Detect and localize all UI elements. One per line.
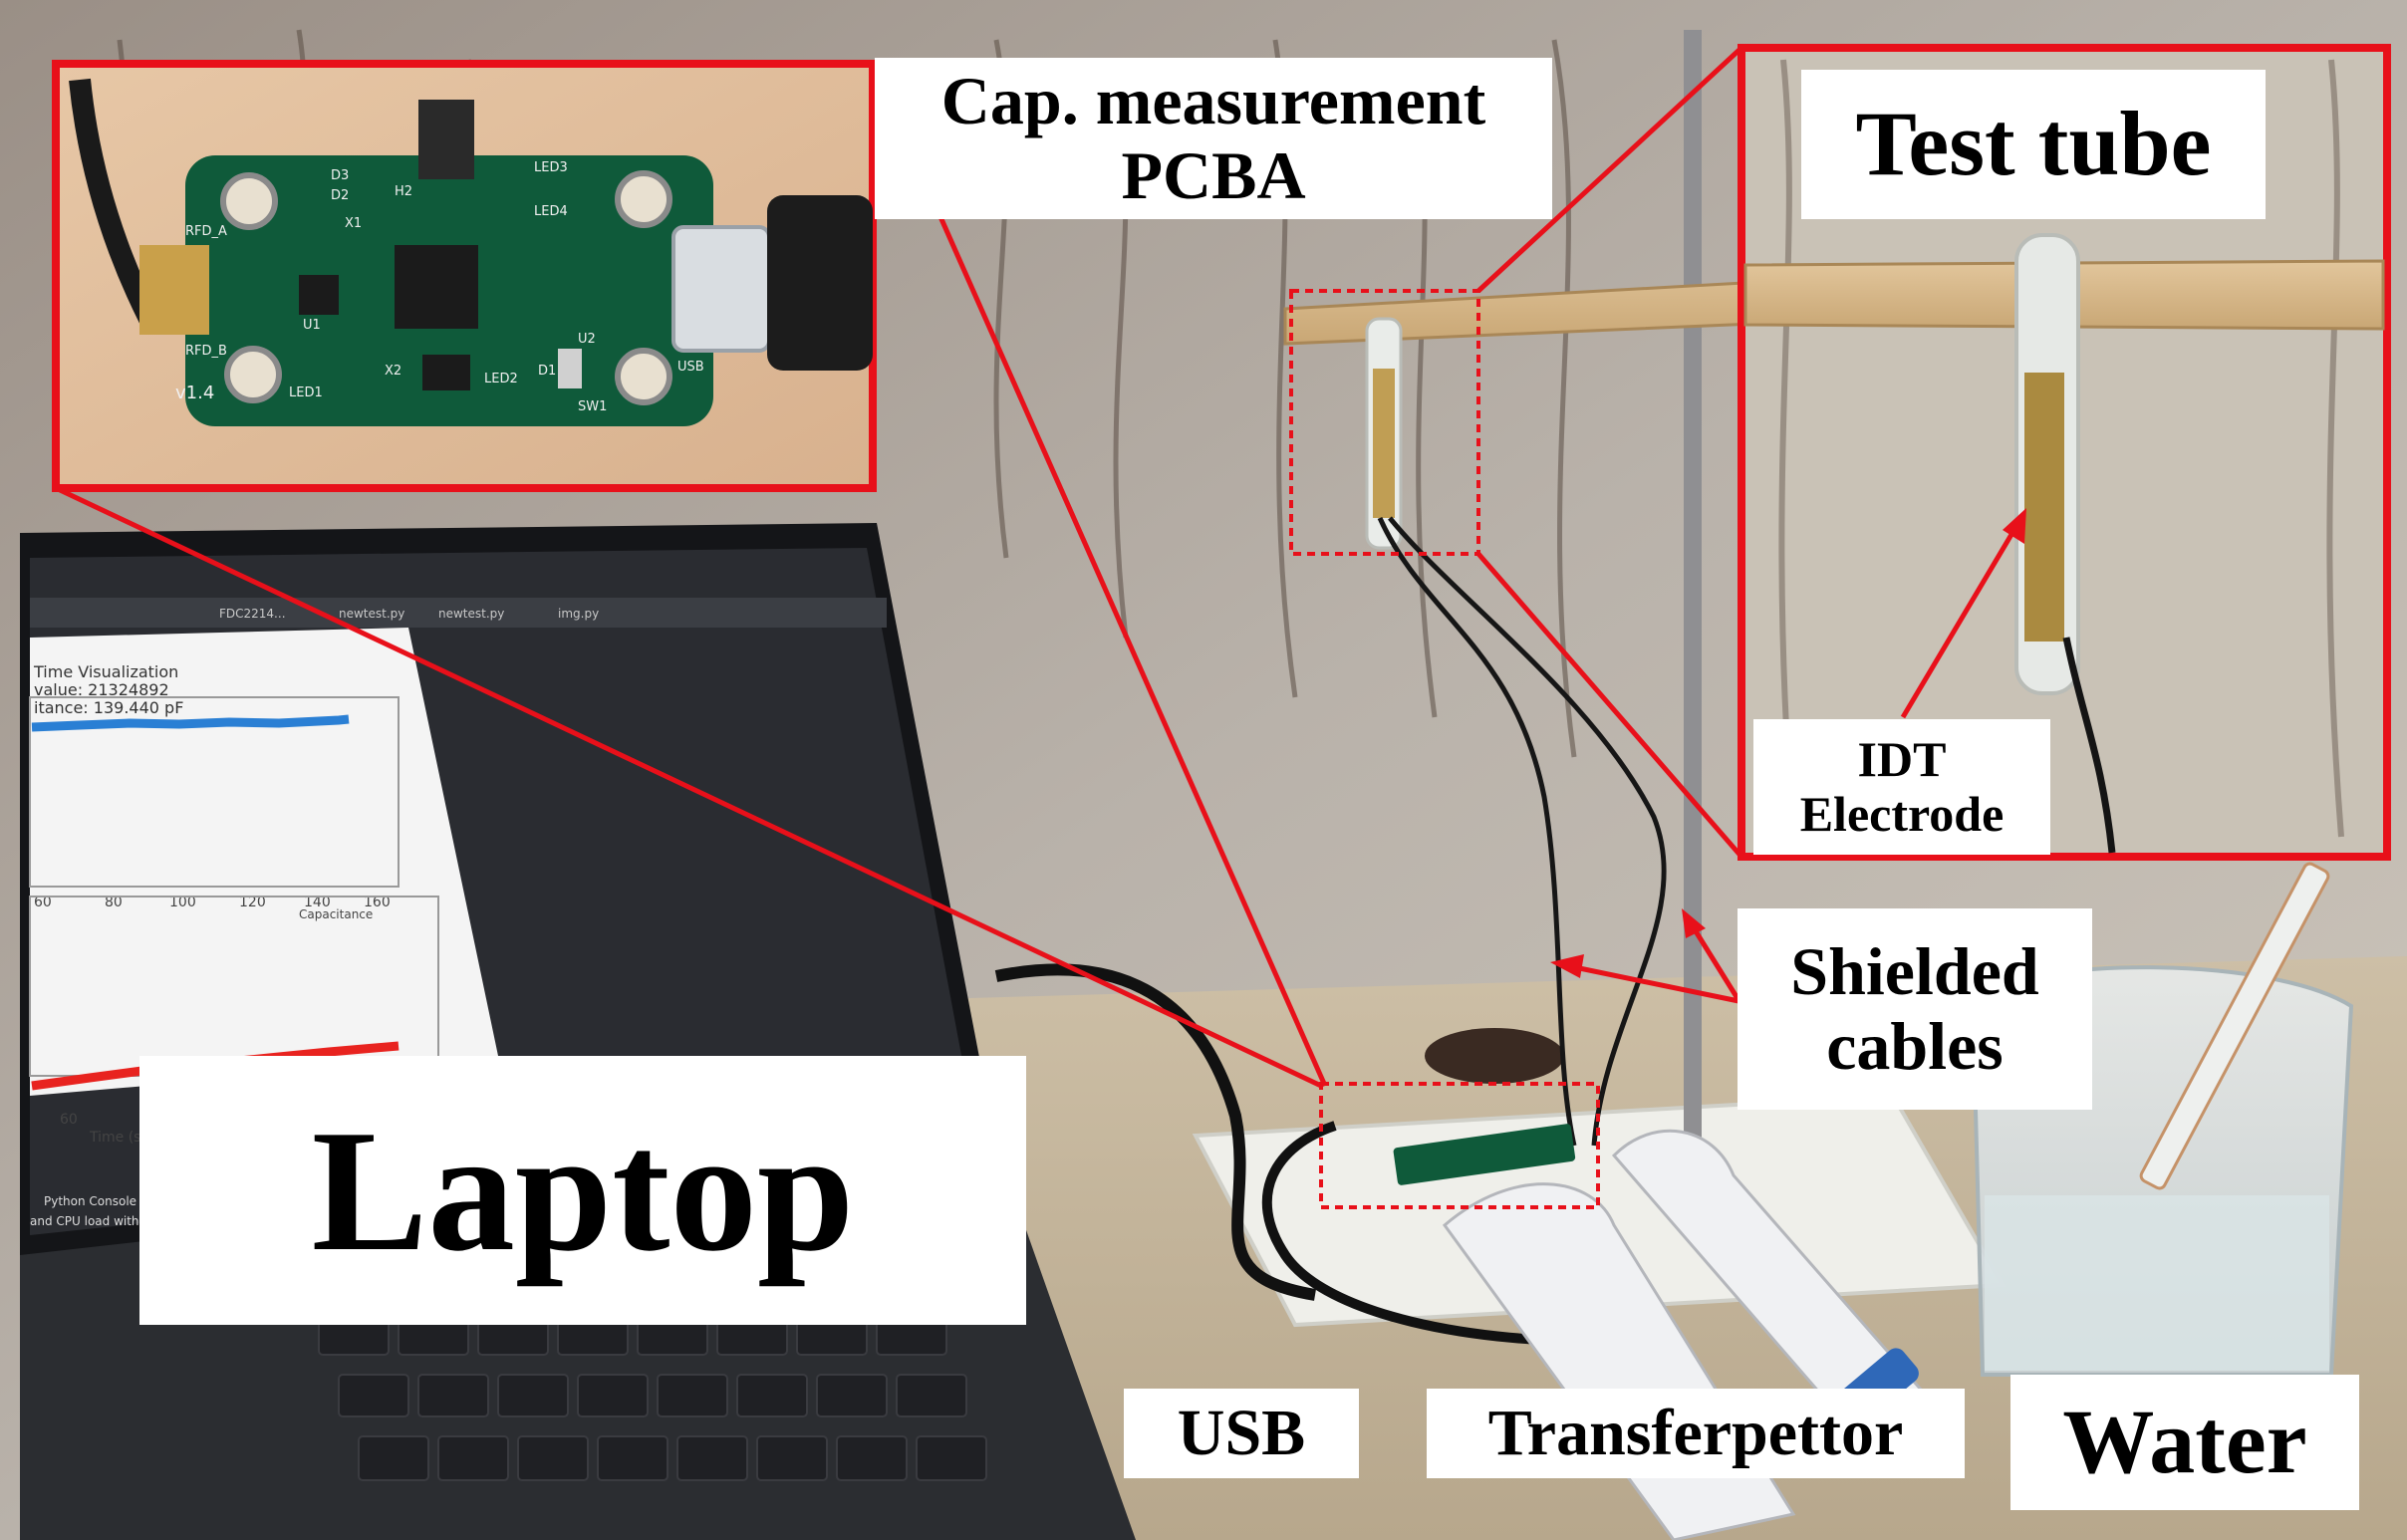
pcb-version-label: v1.4	[175, 383, 214, 403]
label-test-tube: Test tube	[1801, 70, 2266, 219]
label-laptop: Laptop	[139, 1056, 1026, 1325]
shield-arrow-1-head	[1550, 954, 1584, 978]
usb-cable	[1261, 1121, 1615, 1347]
shield-arrow-1	[1559, 961, 1744, 1005]
xtick-120-top: 120	[239, 895, 266, 910]
plot-series-blue	[31, 714, 350, 732]
inset-shielded-cable	[2062, 637, 2116, 854]
pcb-ref-d1: D1	[538, 364, 556, 379]
pipette	[2139, 862, 2330, 1190]
label-water: Water	[2010, 1375, 2359, 1510]
ide-status-text: and CPU load with p	[30, 1214, 150, 1228]
pcb-rf-connectors	[139, 245, 209, 335]
highlight-box-tube	[1289, 289, 1480, 556]
label-idt-electrode: IDT Electrode	[1753, 719, 2050, 855]
pcb-hole-bottom-right	[615, 348, 672, 405]
label-idt-line2: Electrode	[1799, 786, 2005, 842]
python-console-label: Python Console	[44, 1194, 136, 1208]
xtick-80-top: 80	[105, 895, 123, 910]
usb-c-cable-plug	[767, 195, 873, 371]
xtick-60-bottom: 60	[60, 1112, 78, 1128]
xtick-60-top: 60	[34, 895, 52, 910]
water-in-beaker	[1985, 1195, 2329, 1371]
pcb-ref-u2: U2	[578, 332, 596, 347]
plot-window-title: Time Visualization	[33, 662, 178, 681]
xtick-100-top: 100	[169, 895, 196, 910]
idt-arrow	[1900, 514, 2025, 719]
pcb-hole-top-right	[615, 170, 672, 228]
pcb-ref-led3: LED3	[534, 160, 568, 175]
pcb-ref-usb: USB	[677, 360, 704, 375]
pcb-ref-d2: D2	[331, 188, 349, 203]
pcb-ref-led2: LED2	[484, 372, 518, 386]
highlight-box-pcb	[1319, 1082, 1600, 1209]
plot-axes-top	[29, 696, 400, 888]
pcb-main-ic	[395, 245, 478, 329]
xlabel-time: Time (s	[89, 1130, 140, 1146]
shielded-cables-main	[1377, 516, 1667, 1147]
pcb-on-desk	[1393, 1124, 1576, 1185]
pcb-header-pins	[418, 100, 474, 179]
idt-electrode-strip	[2024, 373, 2064, 642]
inset-test-tube-bg-cables	[1778, 59, 2344, 838]
pcb-ref-rfd-a: RFD_A	[185, 224, 227, 239]
shield-arrow-2	[1685, 916, 1746, 1010]
ide-tab-2: FDC2214...	[219, 607, 286, 621]
xtick-140-top: 140	[304, 895, 331, 910]
pcb-hole-top-left	[220, 172, 278, 230]
usb-c-connector	[671, 225, 771, 353]
pcb-ref-led4: LED4	[534, 204, 568, 219]
label-transferpettor: Transferpettor	[1427, 1389, 1965, 1478]
label-cap-line2: PCBA	[1121, 137, 1306, 213]
label-cap-measurement-pcba: Cap. measurement PCBA	[875, 58, 1552, 219]
pcb-ref-x1: X1	[345, 216, 362, 231]
idt-electrode-main	[1373, 369, 1395, 518]
desk-hole	[1425, 1028, 1564, 1084]
ide-tab-1: newtest.py	[339, 607, 404, 621]
label-shielded-cables: Shielded cables	[1738, 908, 2092, 1110]
laptop-cable	[994, 963, 1316, 1301]
plot-capacitance-readout: itance: 139.440 pF	[34, 698, 183, 717]
callout-lines	[54, 46, 1743, 1089]
pcb-ref-u1: U1	[303, 318, 321, 333]
plot-value-readout: value: 21324892	[34, 680, 169, 699]
pcb-hole-bottom-left	[224, 346, 282, 403]
plot-xticks-top: 60 80 100 120 140 160	[34, 895, 391, 910]
shield-arrow-2-head	[1682, 908, 1706, 938]
label-shielded-line2: cables	[1826, 1008, 2004, 1084]
label-shielded-line1: Shielded	[1790, 933, 2039, 1010]
plot-legend: Capacitance	[299, 907, 373, 921]
label-usb: USB	[1124, 1389, 1359, 1478]
pcb-ref-led1: LED1	[289, 385, 323, 400]
ide-tab-4: img.py	[558, 607, 599, 621]
ide-tab-3: newtest.py	[438, 607, 504, 621]
pcb-ref-sw1: SW1	[578, 399, 607, 414]
inset-pcba-cables	[69, 78, 159, 324]
ide-tab-bar	[30, 598, 887, 628]
pcb-ic-u1	[299, 275, 339, 315]
pcb-ref-rfd-b: RFD_B	[185, 344, 227, 359]
pcb-switch	[558, 349, 582, 388]
xtick-160-top: 160	[364, 895, 391, 910]
idt-arrow-head	[2003, 508, 2026, 544]
plot-window	[30, 628, 498, 1096]
label-cap-line1: Cap. measurement	[940, 63, 1486, 139]
pcb-ref-h2: H2	[395, 184, 412, 199]
laptop-keyboard	[318, 1314, 987, 1481]
pcb-ref-d3: D3	[331, 168, 349, 183]
label-idt-line1: IDT	[1857, 731, 1947, 787]
pcb-ic-x2	[422, 355, 470, 390]
pcb-ref-x2: X2	[385, 364, 401, 379]
